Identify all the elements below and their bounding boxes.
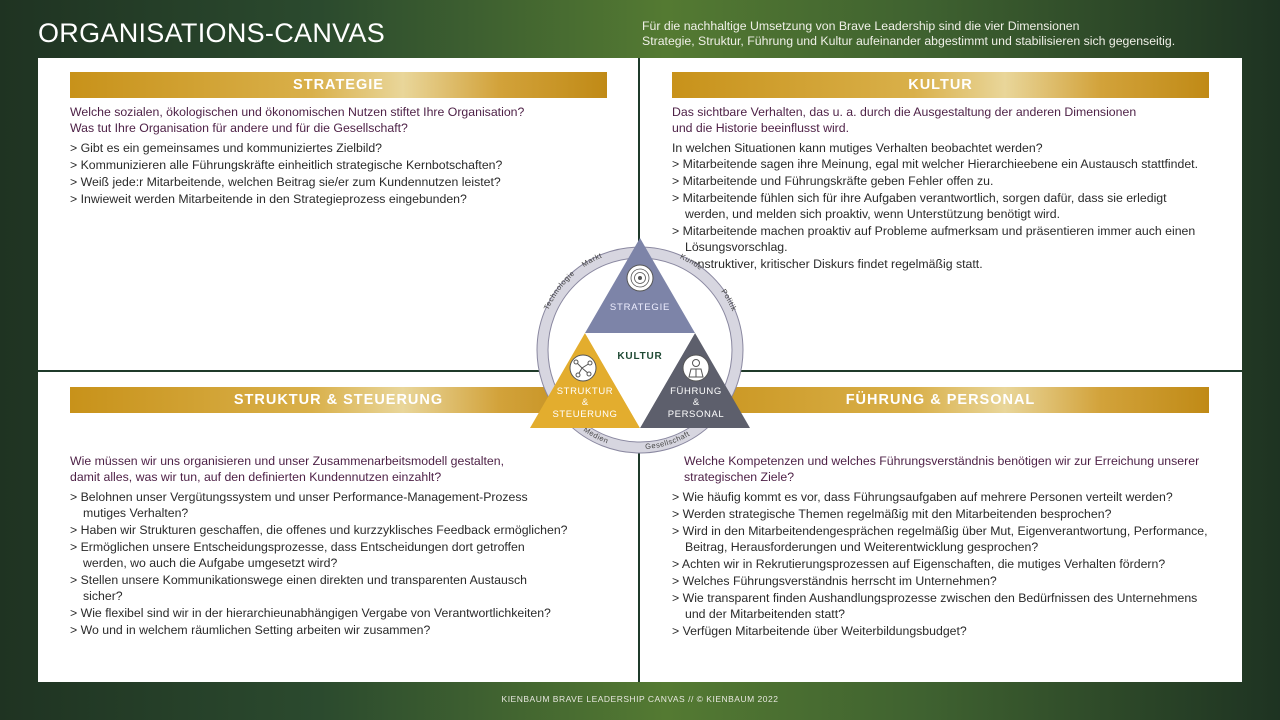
diagram-label-strategie: STRATEGIE: [610, 302, 670, 313]
intro-line: Strategie, Struktur, Führung und Kultur …: [642, 34, 1176, 48]
list-item: > Konstruktiver, kritischer Diskurs find…: [672, 257, 983, 271]
kultur-list: > Mitarbeitende sagen ihre Meinung, egal…: [672, 156, 1212, 273]
fuehrung-list: > Wie häufig kommt es vor, dass Führungs…: [672, 489, 1212, 640]
person-icon: [682, 354, 710, 382]
list-item: > Wie flexibel sind wir in der hierarchi…: [70, 606, 551, 620]
diagram-label-kultur: KULTUR: [617, 351, 662, 362]
list-item: > Gibt es ein gemeinsames und kommunizie…: [70, 141, 383, 155]
list-item: > Mitarbeitende fühlen sich für ihre Auf…: [672, 191, 1167, 221]
question-line: Welche Kompetenzen und welches Führungsv…: [684, 454, 1200, 468]
list-item: > Ermöglichen unsere Entscheidungsprozes…: [70, 540, 525, 570]
list-item: > Stellen unsere Kommunikationswege eine…: [70, 573, 527, 603]
intro-line: Für die nachhaltige Umsetzung von Brave …: [642, 19, 1080, 33]
question-line: Welche sozialen, ökologischen und ökonom…: [70, 105, 525, 119]
kultur-banner: KULTUR: [672, 72, 1209, 98]
list-item: > Kommunizieren alle Führungskräfte einh…: [70, 158, 503, 172]
network-icon: [569, 354, 597, 382]
struktur-list: > Belohnen unser Vergütungssystem und un…: [70, 489, 570, 639]
strategie-question: Welche sozialen, ökologischen und ökonom…: [70, 104, 610, 136]
question-line: strategischen Ziele?: [684, 470, 795, 484]
kultur-question: Das sichtbare Verhalten, das u. a. durch…: [672, 104, 1212, 136]
question-line: Das sichtbare Verhalten, das u. a. durch…: [672, 105, 1137, 119]
list-item: > Mitarbeitende und Führungskräfte geben…: [672, 174, 994, 188]
list-item: > Wie häufig kommt es vor, dass Führungs…: [672, 490, 1173, 504]
list-item: > Belohnen unser Vergütungssystem und un…: [70, 490, 528, 520]
list-item: > Weiß jede:r Mitarbeitende, welchen Bei…: [70, 175, 501, 189]
diagram-label-struktur-amp: &: [582, 397, 589, 408]
diagram-label-struktur: STRUKTUR: [557, 386, 614, 397]
question-line: Was tut Ihre Organisation für andere und…: [70, 121, 408, 135]
list-item: > Welches Führungsverständnis herrscht i…: [672, 574, 997, 588]
list-item: > Wo und in welchem räumlichen Setting a…: [70, 623, 431, 637]
fuehrung-banner: FÜHRUNG & PERSONAL: [672, 387, 1209, 413]
diagram-label-personal: PERSONAL: [668, 409, 725, 420]
diagram-label-fuehrung: FÜHRUNG: [670, 386, 722, 397]
list-item: > Mitarbeitende machen proaktiv auf Prob…: [672, 224, 1196, 254]
struktur-banner: STRUKTUR & STEUERUNG: [70, 387, 607, 413]
list-item: > Wird in den Mitarbeitendengesprächen r…: [672, 524, 1208, 554]
question-line: Wie müssen wir uns organisieren und unse…: [70, 454, 505, 468]
question-line: damit alles, was wir tun, auf den defini…: [70, 470, 442, 484]
struktur-question: Wie müssen wir uns organisieren und unse…: [70, 453, 610, 485]
footer: KIENBAUM BRAVE LEADERSHIP CANVAS // © KI…: [501, 694, 779, 704]
diagram-label-steuerung: STEUERUNG: [552, 409, 617, 420]
list-item: > Achten wir in Rekrutierungsprozessen a…: [672, 557, 1166, 571]
list-item: > Haben wir Strukturen geschaffen, die o…: [70, 523, 568, 537]
list-item: > Wie transparent finden Aushandlungspro…: [672, 591, 1198, 621]
list-item: > Werden strategische Themen regelmäßig …: [672, 507, 1112, 521]
list-item: > Verfügen Mitarbeitende über Weiterbild…: [672, 624, 967, 638]
kultur-triangle: [585, 333, 695, 428]
strategie-banner: STRATEGIE: [70, 72, 607, 98]
fuehrung-question: Welche Kompetenzen und welches Führungsv…: [684, 453, 1224, 485]
diagram-label-fuehrung-amp: &: [693, 397, 700, 408]
list-item: > Inwieweit werden Mitarbeitende in den …: [70, 192, 467, 206]
strategie-list: > Gibt es ein gemeinsames und kommunizie…: [70, 140, 610, 208]
page-title: ORGANISATIONS-CANVAS: [38, 18, 386, 48]
list-item: > Mitarbeitende sagen ihre Meinung, egal…: [672, 157, 1198, 171]
intro-text: Für die nachhaltige Umsetzung von Brave …: [642, 19, 1175, 49]
question-line: und die Historie beeinflusst wird.: [672, 121, 850, 135]
target-icon: [626, 264, 654, 292]
organisation-diagram: Technologie Markt Kunde Politik Medien G…: [530, 238, 750, 454]
canvas-panel: STRATEGIE Welche sozialen, ökologischen …: [38, 58, 1242, 682]
kultur-lead: In welchen Situationen kann mutiges Verh…: [672, 141, 1043, 155]
